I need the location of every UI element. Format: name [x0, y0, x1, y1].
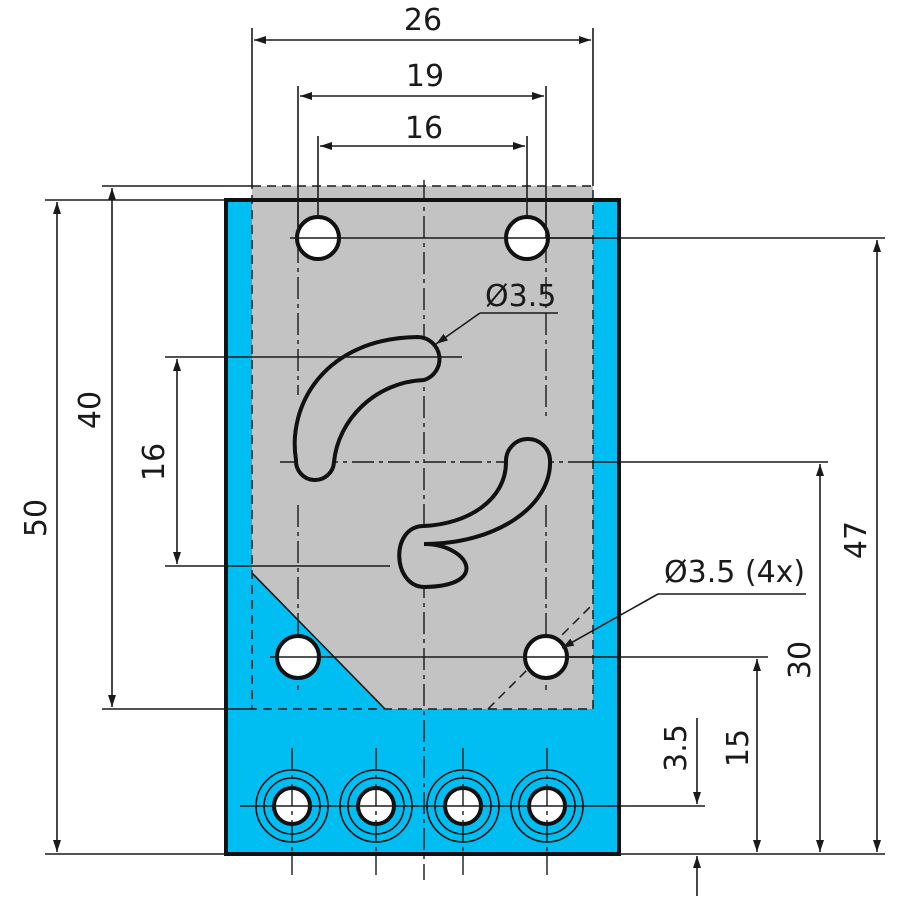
dimension-slot-16-label: 16	[137, 443, 172, 481]
dimension-47-label: 47	[839, 521, 874, 559]
dimension-15-label: 15	[721, 729, 756, 767]
dimension-40-label: 40	[73, 391, 108, 429]
hole-diameter-label: Ø3.5 (4x)	[664, 555, 805, 590]
dimension-3-5-label: 3.5	[659, 724, 694, 772]
upper-curved-slot	[292, 334, 442, 483]
terminal-row	[240, 748, 705, 875]
slot-leader-line	[435, 312, 481, 345]
slot-diameter-label: Ø3.5	[485, 279, 556, 314]
lower-curved-slot	[397, 437, 553, 590]
cover-plate	[252, 186, 593, 709]
dimension-16-label: 16	[405, 111, 443, 146]
hole-leader-line	[561, 593, 659, 649]
dimension-30-label: 30	[783, 641, 818, 679]
dimension-50-label: 50	[19, 499, 54, 537]
board-outline	[224, 198, 621, 856]
dimension-19-label: 19	[406, 59, 444, 94]
cover-hidden-outline	[251, 185, 594, 710]
dimension-26-label: 26	[404, 3, 442, 38]
chamfer-hidden-line	[487, 603, 594, 710]
left-side-line	[251, 572, 386, 710]
